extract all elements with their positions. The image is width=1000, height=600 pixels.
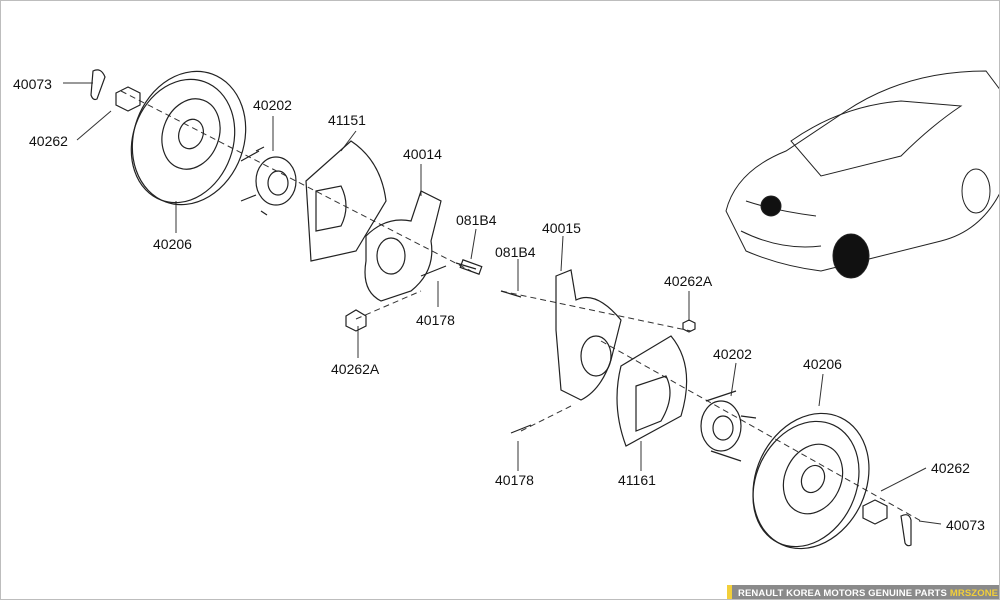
part-label-081B4[interactable]: 081B4 — [495, 244, 536, 260]
part-label-40262A[interactable]: 40262A — [664, 273, 713, 289]
part-label-081B4[interactable]: 081B4 — [456, 212, 497, 228]
part-label-41161[interactable]: 41161 — [618, 472, 656, 488]
part-label-41151[interactable]: 41151 — [328, 112, 366, 128]
footer-text: RENAULT KOREA MOTORS GENUINE PARTS — [738, 587, 947, 599]
footer-accent-bar — [727, 585, 732, 599]
part-label-40178[interactable]: 40178 — [495, 472, 534, 488]
footer-banner: RENAULT KOREA MOTORS GENUINE PARTS MRSZO… — [727, 585, 999, 599]
part-label-40015[interactable]: 40015 — [542, 220, 581, 236]
part-label-40206[interactable]: 40206 — [803, 356, 842, 372]
car-illustration — [725, 70, 999, 279]
left-brake-rotor — [130, 70, 247, 206]
part-label-40262A[interactable]: 40262A — [331, 361, 380, 377]
part-label-40073[interactable]: 40073 — [13, 76, 52, 92]
right-brake-rotor — [752, 412, 870, 550]
part-label-40262[interactable]: 40262 — [931, 460, 970, 476]
footer-brand: MRSZONE — [949, 587, 999, 599]
part-label-40014[interactable]: 40014 — [403, 146, 442, 162]
part-label-40202[interactable]: 40202 — [713, 346, 752, 362]
part-label-40202[interactable]: 40202 — [253, 97, 292, 113]
part-label-40073[interactable]: 40073 — [946, 517, 985, 533]
part-label-40262[interactable]: 40262 — [29, 133, 68, 149]
part-label-40206[interactable]: 40206 — [153, 236, 192, 252]
part-label-40178[interactable]: 40178 — [416, 312, 455, 328]
